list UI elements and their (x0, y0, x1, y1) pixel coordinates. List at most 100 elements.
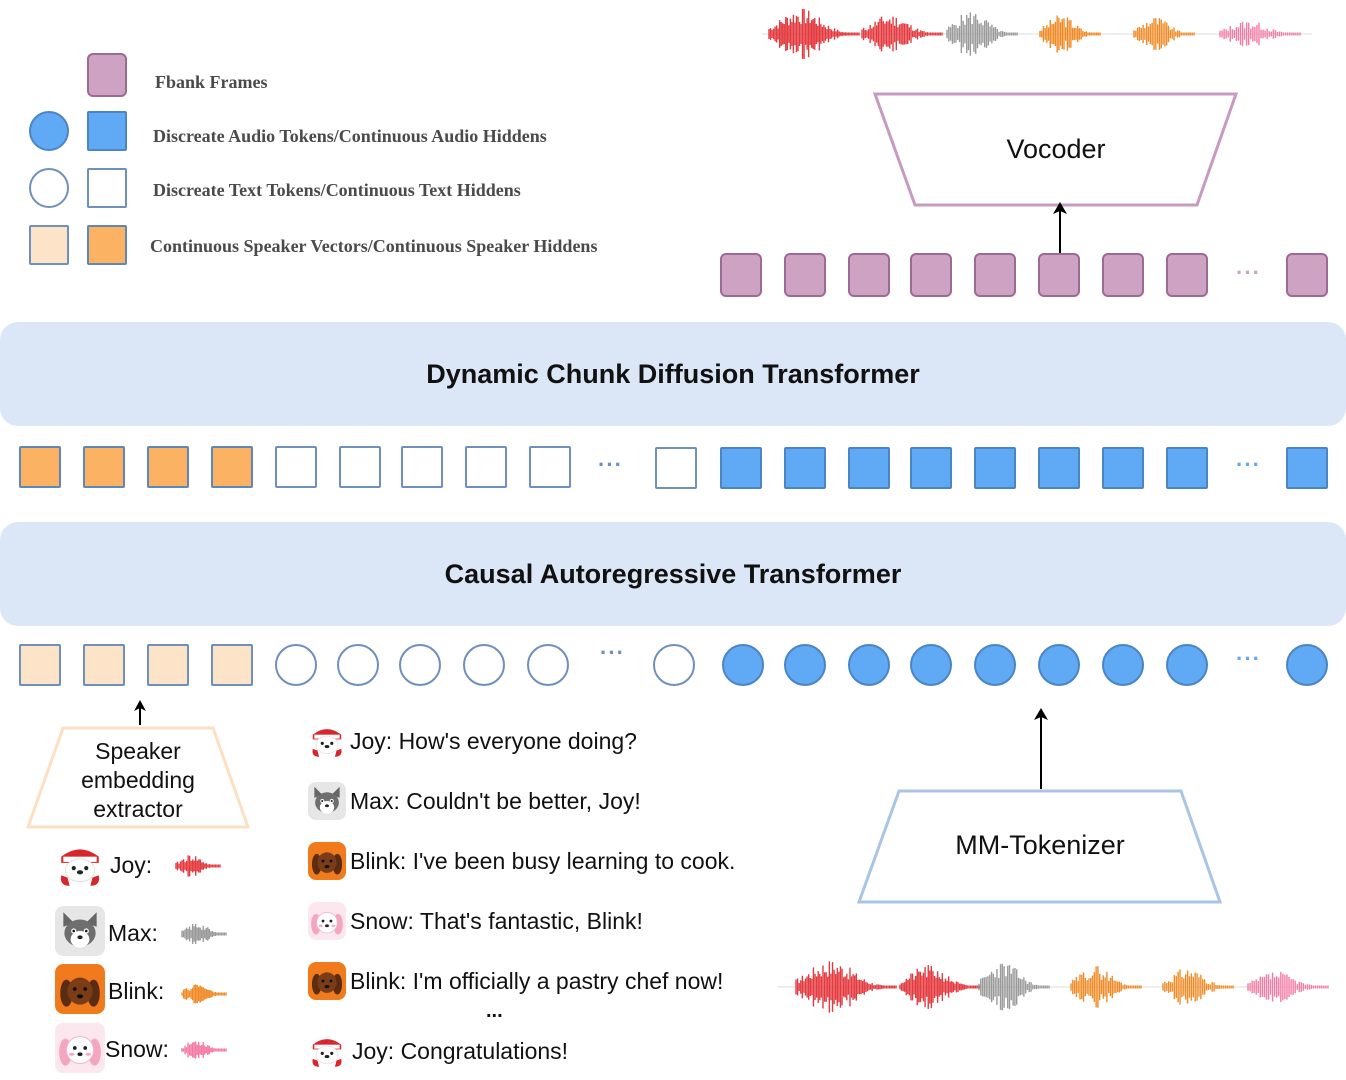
text-hidden (465, 446, 507, 488)
dialogue-line: Blink: I've been busy learning to cook. (350, 848, 736, 874)
ellipsis-dots: ··· (1236, 646, 1261, 671)
dialogue-line: Blink: I'm officially a pastry chef now! (350, 968, 724, 994)
fbank-frame (1286, 253, 1328, 297)
audio-hidden (1102, 447, 1144, 489)
audio-hidden (1038, 447, 1080, 489)
legend-speaker-label: Continuous Speaker Vectors/Continuous Sp… (150, 236, 598, 256)
max-avatar (308, 782, 346, 820)
autoregressive-transformer-band: Causal Autoregressive Transformer (0, 522, 1346, 626)
text-hidden (275, 446, 317, 488)
audio-token (1102, 644, 1144, 686)
text-token (275, 644, 317, 686)
extractor-line-2: embedding (81, 767, 195, 793)
snow-voice-sample (181, 1041, 227, 1059)
speaker-extractor-block (25, 726, 251, 829)
extractor-arrow (134, 700, 146, 725)
mm-tokenizer-block (856, 789, 1223, 904)
text-hidden (655, 447, 697, 489)
legend-speaker-vector-square (29, 225, 69, 265)
dialogue-line: Snow: That's fantastic, Blink! (350, 908, 643, 934)
audio-hidden (784, 447, 826, 489)
autoregressive-transformer-label: Causal Autoregressive Transformer (444, 558, 902, 589)
dialogue-ellipsis: ... (486, 1000, 503, 1022)
legend-audio-square (87, 111, 127, 151)
joy-voice-sample (175, 855, 221, 877)
speaker-hidden (83, 446, 125, 488)
output-waveform (762, 8, 1312, 60)
vocoder-label: Vocoder (1006, 134, 1106, 164)
legend-text-label: Discreate Text Tokens/Continuous Text Hi… (153, 180, 521, 200)
speaker-name-snow: Snow: (105, 1036, 169, 1062)
speaker-hidden (211, 446, 253, 488)
legend-audio-label: Discreate Audio Tokens/Continuous Audio … (153, 126, 547, 146)
speaker-name-blink: Blink: (108, 978, 165, 1004)
ellipsis-dots: ··· (1236, 452, 1261, 477)
audio-token (784, 644, 826, 686)
audio-token (910, 644, 952, 686)
legend-speaker-hidden-square (87, 225, 127, 265)
ellipsis-dots: ··· (598, 452, 623, 477)
legend-fbank-label: Fbank Frames (155, 72, 268, 92)
extractor-line-1: Speaker (95, 738, 181, 764)
speaker-vector (19, 644, 61, 686)
ellipsis-dots: ··· (600, 640, 625, 665)
legend-text-square (87, 168, 127, 208)
input-waveform (778, 961, 1329, 1013)
audio-token (1166, 644, 1208, 686)
speaker-vector (147, 644, 189, 686)
speaker-name-max: Max: (108, 920, 158, 946)
max-avatar (55, 906, 105, 956)
blink-avatar (308, 842, 346, 880)
blink-voice-sample (181, 984, 227, 1004)
extractor-line-3: extractor (93, 796, 183, 822)
speaker-name-joy: Joy: (110, 852, 153, 878)
speaker-hidden (147, 446, 189, 488)
audio-hidden (910, 447, 952, 489)
audio-hidden (974, 447, 1016, 489)
audio-hidden (720, 447, 762, 489)
tokenizer-arrow (1034, 708, 1048, 789)
audio-hidden (1166, 447, 1208, 489)
speaker-vector (211, 644, 253, 686)
vocoder-arrow (1053, 202, 1067, 254)
snow-avatar (308, 902, 346, 940)
speaker-vector (83, 644, 125, 686)
fbank-frame (784, 253, 826, 297)
audio-token (974, 644, 1016, 686)
blink-avatar (308, 962, 346, 1000)
ellipsis-dots: ··· (1236, 260, 1261, 285)
dialogue-line: Joy: How's everyone doing? (350, 728, 637, 754)
text-hidden (401, 446, 443, 488)
dialogue-line: Max: Couldn't be better, Joy! (350, 788, 641, 814)
text-token (527, 644, 569, 686)
text-token (399, 644, 441, 686)
speaker-hidden (19, 446, 61, 488)
diffusion-transformer-label: Dynamic Chunk Diffusion Transformer (426, 358, 920, 389)
blink-avatar (55, 964, 105, 1014)
joy-avatar (55, 840, 105, 890)
text-hidden (339, 446, 381, 488)
snow-avatar (55, 1023, 105, 1073)
joy-avatar (308, 722, 346, 760)
fbank-frame (1166, 253, 1208, 297)
fbank-frame (848, 253, 890, 297)
audio-token (1286, 644, 1328, 686)
audio-hidden (848, 447, 890, 489)
fbank-frame (1038, 253, 1080, 297)
dialogue-line: Joy: Congratulations! (352, 1038, 569, 1064)
text-token (463, 644, 505, 686)
audio-token (848, 644, 890, 686)
mm-tokenizer-label: MM-Tokenizer (955, 830, 1125, 860)
legend-fbank-swatch (87, 53, 127, 97)
audio-token (722, 644, 764, 686)
max-voice-sample (181, 923, 227, 945)
audio-token (1038, 644, 1080, 686)
text-token (337, 644, 379, 686)
legend-audio-circle (29, 111, 69, 151)
fbank-frame (974, 253, 1016, 297)
legend-text-circle (29, 168, 69, 208)
text-token (653, 644, 695, 686)
joy-avatar (308, 1032, 346, 1070)
fbank-frame (720, 253, 762, 297)
fbank-frame (1102, 253, 1144, 297)
